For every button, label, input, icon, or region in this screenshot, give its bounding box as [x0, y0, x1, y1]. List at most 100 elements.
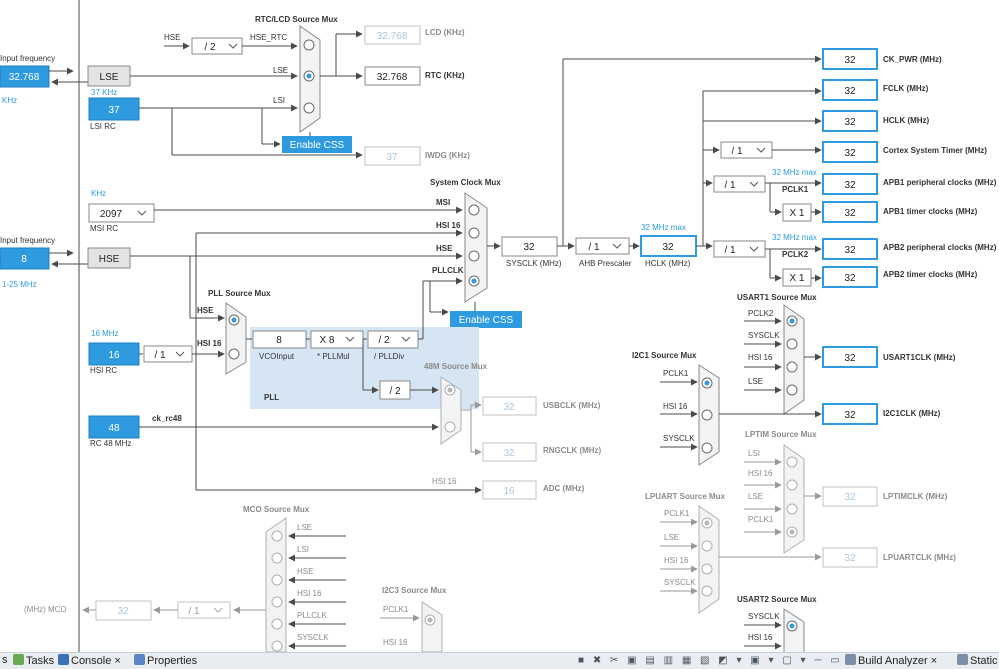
i2c1clk-value: 32 — [844, 410, 856, 421]
hse-input-frequency-field[interactable] — [0, 247, 50, 270]
lpuart-radio-lse[interactable] — [701, 540, 713, 552]
mux48-title: 48M Source Mux — [424, 362, 488, 371]
apb1-peripheral-label: APB1 peripheral clocks (MHz) — [883, 178, 997, 187]
apb2-timer-output[interactable] — [822, 266, 878, 288]
usart1-mux-title: USART1 Source Mux — [737, 293, 817, 302]
tab-tasks-label: Tasks — [26, 655, 55, 667]
tab-properties-label: Properties — [147, 655, 198, 667]
mco-label: (MHz) MCO — [24, 605, 67, 614]
rtc-enable-css-button[interactable] — [282, 136, 352, 153]
lptim-radio-lsi[interactable] — [786, 456, 798, 468]
i2c1-radio-sysclk[interactable] — [701, 442, 713, 454]
tab-build-analyzer-label: Build Analyzer — [858, 655, 928, 667]
msi-frequency-select[interactable] — [88, 203, 155, 223]
ck-pwr-output[interactable] — [822, 48, 878, 70]
tab-build-analyzer-close-icon[interactable]: × — [930, 655, 938, 667]
sysclk-radio-msi[interactable] — [468, 204, 480, 216]
lptimclk-label: LPTIMCLK (MHz) — [883, 492, 948, 501]
pll-hsi16-label: HSI 16 — [197, 339, 222, 348]
i2c1-radio-hsi16[interactable] — [701, 409, 713, 421]
apb1-peripheral-output[interactable] — [822, 173, 878, 195]
usart1-radio-sysclk[interactable] — [786, 338, 798, 350]
sysclk-radio-hse[interactable] — [468, 250, 480, 262]
usart1-radio-lse[interactable] — [786, 384, 798, 396]
cortex-timer-label: Cortex System Timer (MHz) — [883, 146, 987, 155]
i2c1-input-pclk1: PCLK1 — [663, 369, 689, 378]
ck-rc48-label: ck_rc48 — [152, 414, 182, 423]
console-toolbar-icons[interactable]: ■ ✖ ✂ ▣ ▤ ▥ ▦ ▧ ◩ ▾ ▣ ▾ ▢ ▾ ─ ▭ — [578, 655, 843, 666]
pll-source-mux — [225, 302, 247, 375]
chevron-down-icon — [345, 336, 355, 342]
apb2-peripheral-output[interactable] — [822, 238, 878, 260]
lpuart-radio-hsi16[interactable] — [701, 563, 713, 575]
cortex-timer-output[interactable] — [822, 141, 878, 163]
iwdg-label: IWDG (KHz) — [425, 151, 470, 160]
apb2-peripheral-value: 32 — [844, 245, 856, 256]
tab-build-analyzer[interactable]: Build Analyzer × — [845, 654, 937, 667]
sysclk-radio-hsi16[interactable] — [468, 227, 480, 239]
usart1-radio-hsi16[interactable] — [786, 361, 798, 373]
lpuartclk-value: 32 — [844, 553, 856, 564]
lpuart-input-lse: LSE — [664, 533, 679, 542]
lptim-input-pclk1: PCLK1 — [748, 515, 774, 524]
apb2-peripheral-label: APB2 peripheral clocks (MHz) — [883, 243, 997, 252]
chevron-down-icon — [137, 210, 147, 216]
mco-radio-hsi16[interactable] — [271, 596, 283, 608]
tab-console[interactable]: Console × — [58, 654, 121, 667]
rtc-mux-radio-hse[interactable] — [303, 39, 315, 51]
chevron-down-icon — [749, 246, 759, 252]
sysclk-enable-css-button[interactable] — [450, 311, 522, 328]
hsi-divider-select[interactable] — [143, 345, 193, 363]
mco-radio-lse[interactable] — [271, 530, 283, 542]
hclk-output[interactable] — [822, 110, 878, 132]
lptim-radio-lse[interactable] — [786, 503, 798, 515]
ahb-prescaler-select[interactable] — [575, 237, 630, 255]
mco-radio-hse[interactable] — [271, 574, 283, 586]
lpuartclk-output — [822, 547, 878, 568]
mux48-radio-rc48[interactable] — [444, 421, 456, 433]
i2c3-input-pclk1: PCLK1 — [383, 605, 409, 614]
hse-block-label: HSE — [99, 254, 120, 265]
mco-radio-sysclk[interactable] — [271, 640, 283, 652]
ahb-prescaler-label: AHB Prescaler — [579, 259, 632, 268]
rngclk-label: RNGCLK (MHz) — [543, 446, 602, 455]
tab-truncated[interactable]: s — [2, 654, 8, 666]
hse-rtc-divider-value: / 2 — [204, 42, 216, 53]
tab-console-close-icon[interactable]: × — [114, 655, 121, 667]
ck-pwr-label: CK_PWR (MHz) — [883, 55, 942, 64]
pll-div-select[interactable] — [367, 330, 419, 349]
tasks-icon — [13, 654, 24, 665]
pll-radio-hsi16[interactable] — [228, 348, 240, 360]
usbclk-value: 32 — [503, 402, 515, 413]
hse-rtc-label: HSE_RTC — [250, 33, 287, 42]
apb2-max-label: 32 MHz max — [772, 233, 817, 242]
cortex-timer-divider-select[interactable] — [720, 141, 773, 159]
lptim-radio-hsi16[interactable] — [786, 479, 798, 491]
adc-hsi16-label: HSI 16 — [432, 477, 457, 486]
lse-input-frequency-field[interactable] — [0, 65, 50, 88]
tab-properties[interactable]: Properties — [134, 654, 197, 667]
usart1clk-output[interactable] — [822, 346, 878, 368]
usb-pll-divider-value: / 2 — [389, 386, 401, 397]
apb2-prescaler-select[interactable] — [713, 240, 766, 258]
chevron-down-icon — [401, 336, 411, 342]
rtc-mux-radio-lsi[interactable] — [303, 102, 315, 114]
apb1-prescaler-select[interactable] — [713, 175, 766, 193]
sysclk-value: 32 — [523, 242, 535, 253]
chevron-down-icon — [756, 147, 766, 153]
ahb-prescaler-value: / 1 — [588, 242, 600, 253]
chevron-down-icon — [175, 351, 185, 357]
mco-radio-lsi[interactable] — [271, 552, 283, 564]
rtc-lse-label: LSE — [273, 66, 288, 75]
mco-radio-pllclk[interactable] — [271, 618, 283, 630]
mco-divider-select[interactable] — [177, 601, 231, 619]
pll-label: PLL — [264, 393, 279, 402]
lpuart-source-mux — [698, 505, 720, 614]
i2c1clk-output[interactable] — [822, 403, 878, 425]
tab-tasks[interactable]: Tasks — [13, 654, 54, 667]
apb1-timer-output[interactable] — [822, 201, 878, 223]
fclk-output[interactable] — [822, 79, 878, 101]
tab-static-stack[interactable]: Static S — [957, 654, 999, 667]
i2c3-mux-title: I2C3 Source Mux — [382, 586, 447, 595]
lpuart-radio-sysclk[interactable] — [701, 585, 713, 597]
